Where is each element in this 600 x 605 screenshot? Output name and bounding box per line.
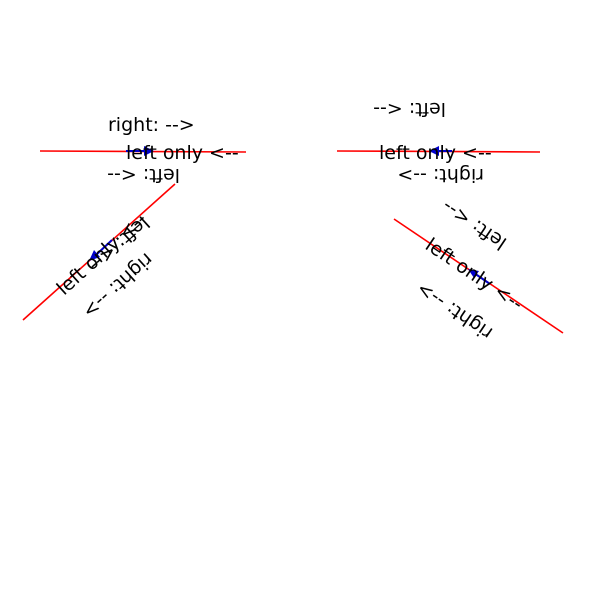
label-left-upper-left: left: <-- [107,164,180,186]
label-left-only-upper-right: left only <-- [379,142,492,164]
panel-upper-right: left: <-- left only <-- right: --> [336,98,541,186]
label-left-only-upper-left: left only <-- [126,142,239,164]
panel-upper-left: right: --> left only <-- left: <-- [39,114,247,186]
arrow-lower-right [473,272,491,285]
label-left-upper-right: left: <-- [373,98,446,120]
arrow-lower-left [95,239,113,256]
label-right-upper-right: right: --> [397,164,484,186]
panel-lower-left: left: <-- left only <-- right: --> [22,183,176,323]
arrow-head-upper-right [429,146,439,156]
label-right-upper-left: right: --> [108,114,195,136]
panel-lower-right: left: <-- left only <-- right: --> [393,195,564,344]
arrow-head-lower-right [468,269,479,278]
arrow-head-lower-left [89,250,100,261]
arrow-head-upper-left [144,146,154,156]
